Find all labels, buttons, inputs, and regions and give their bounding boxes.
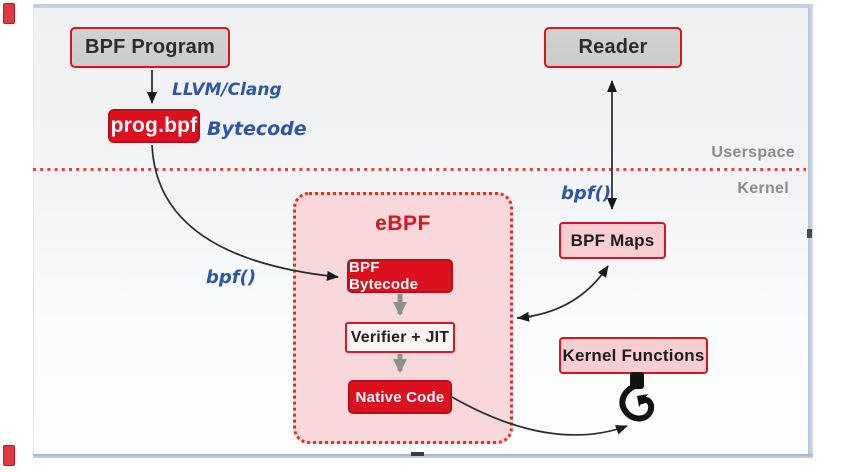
arrow-native-to-hook bbox=[451, 396, 628, 436]
node-native-code-label: Native Code bbox=[355, 388, 445, 406]
left-edge-clipped-shape-top bbox=[3, 3, 15, 24]
node-prog-bpf: prog.bpf bbox=[108, 109, 200, 143]
slide-border-left bbox=[33, 7, 34, 454]
node-bpf-program: BPF Program bbox=[70, 27, 230, 68]
right-edge-clipped-arrow bbox=[807, 229, 812, 238]
node-bpf-program-label: BPF Program bbox=[84, 36, 215, 58]
node-bpf-maps: BPF Maps bbox=[559, 222, 666, 259]
node-bpf-bytecode: BPF Bytecode bbox=[347, 259, 453, 293]
node-verifier-jit-label: Verifier + JIT bbox=[350, 328, 450, 346]
node-kernel-functions-label: Kernel Functions bbox=[562, 345, 705, 365]
node-reader-label: Reader bbox=[578, 36, 648, 58]
node-bpf-maps-label: BPF Maps bbox=[570, 230, 655, 250]
node-native-code: Native Code bbox=[348, 380, 452, 414]
hook-icon bbox=[619, 372, 655, 422]
node-reader: Reader bbox=[544, 27, 682, 68]
kernel-label: Kernel bbox=[737, 180, 789, 197]
annotation-llvm-clang: LLVM/Clang bbox=[172, 80, 282, 100]
annotation-bytecode: Bytecode bbox=[207, 118, 307, 140]
arrow-progbpf-to-bytecode bbox=[151, 144, 339, 281]
annotation-bpf-call-right: bpf() bbox=[561, 183, 612, 204]
node-verifier-jit: Verifier + JIT bbox=[345, 322, 455, 353]
annotation-bpf-call-left: bpf() bbox=[206, 267, 257, 288]
node-kernel-functions: Kernel Functions bbox=[559, 337, 708, 374]
node-prog-bpf-label: prog.bpf bbox=[110, 114, 198, 137]
userspace-label: Userspace bbox=[711, 144, 795, 161]
node-bpf-bytecode-label: BPF Bytecode bbox=[349, 259, 419, 293]
left-edge-clipped-shape-bottom bbox=[3, 445, 15, 466]
arrow-maps-to-ebpf bbox=[517, 311, 533, 322]
slide-border-top bbox=[33, 4, 813, 8]
bottom-edge-clipped-arrow bbox=[411, 452, 424, 456]
ebpf-container-title: eBPF bbox=[375, 212, 431, 235]
